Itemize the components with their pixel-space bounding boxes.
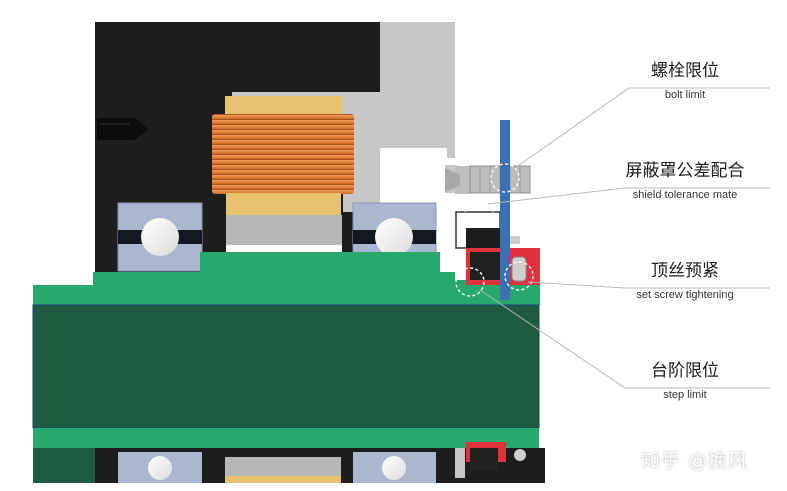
coil-assembly <box>212 96 354 265</box>
callout-step-limit: 台阶限位 step limit <box>600 360 770 402</box>
callout-en: set screw tightening <box>636 289 734 301</box>
callout-bolt-limit: 螺栓限位 bolt limit <box>600 60 770 102</box>
shaft <box>32 252 540 483</box>
callout-en: shield tolerance mate <box>632 189 738 201</box>
retaining-pin <box>500 120 510 300</box>
callout-en: bolt limit <box>664 89 706 101</box>
callout-zh: 屏蔽罩公差配合 <box>625 161 745 181</box>
callout-zh: 螺栓限位 <box>651 61 719 81</box>
housing-bolt <box>97 118 148 140</box>
callout-zh: 台阶限位 <box>651 361 719 381</box>
watermark: 知乎 @挽风 <box>641 450 749 472</box>
leader-lines <box>479 87 770 389</box>
shield-assembly <box>445 165 531 194</box>
highlight-circles <box>455 163 534 297</box>
callout-zh: 顶丝预紧 <box>651 261 719 281</box>
callout-en: step limit <box>663 389 707 401</box>
lower-section <box>95 442 545 483</box>
callout-shield-tolerance: 屏蔽罩公差配合 shield tolerance mate <box>600 160 770 202</box>
callout-set-screw: 顶丝预紧 set screw tightening <box>600 260 770 302</box>
shield-cover <box>455 211 520 250</box>
bearing-left <box>117 202 203 272</box>
